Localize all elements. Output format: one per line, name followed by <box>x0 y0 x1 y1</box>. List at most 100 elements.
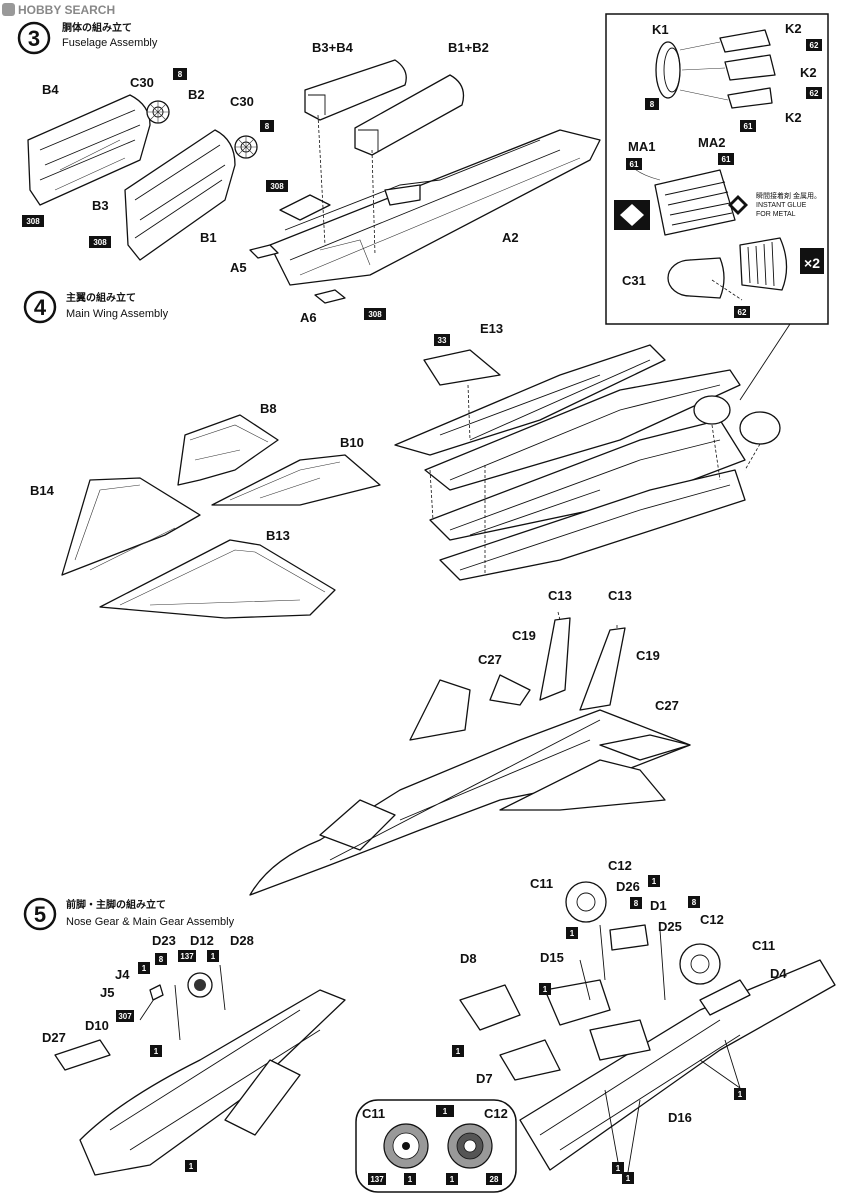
label-c27b: C27 <box>655 698 679 713</box>
label-a5: A5 <box>230 260 247 275</box>
step-3-labels: B4 C30 B2 C30 B3 B1 B3+B4 B1+B2 A5 A6 A2 <box>42 40 519 325</box>
label-j5: J5 <box>100 985 114 1000</box>
step-3-tags: 8 308 8 308 308 308 <box>22 68 386 320</box>
tag-s5-18: 1 <box>408 1175 413 1184</box>
label-c13a: C13 <box>548 588 572 603</box>
label-ma2: MA2 <box>698 135 725 150</box>
step-5-number: 5 <box>34 902 46 927</box>
tag-s3-1: 308 <box>26 217 40 226</box>
label-k2c: K2 <box>785 110 802 125</box>
step-3-title-en: Fuselage Assembly <box>62 37 158 49</box>
tag-s5-17: 137 <box>370 1175 384 1184</box>
label-d27: D27 <box>42 1030 66 1045</box>
tag-s5-14: 1 <box>616 1164 621 1173</box>
label-c12c: C12 <box>484 1106 508 1121</box>
label-d26: D26 <box>616 879 640 894</box>
label-c13b: C13 <box>608 588 632 603</box>
tag-s3-5: 308 <box>368 310 382 319</box>
label-d7: D7 <box>476 1071 493 1086</box>
step-4-number: 4 <box>34 295 47 320</box>
leader-lines-main-gear <box>604 1039 741 1173</box>
label-c30a: C30 <box>130 75 154 90</box>
label-c19a: C19 <box>512 628 536 643</box>
aircraft-top-view <box>249 611 691 896</box>
wing-b10 <box>211 454 381 506</box>
engine-inset-box <box>605 13 829 325</box>
tag-s5-0: 1 <box>142 964 147 973</box>
label-a6: A6 <box>300 310 317 325</box>
step-5-labels: D23 D12 D28 J4 J5 D10 D27 C11 C12 D26 D1… <box>42 858 787 1125</box>
tag-s5-6: 1 <box>189 1162 194 1171</box>
label-b2: B2 <box>188 87 205 102</box>
label-c19b: C19 <box>636 648 660 663</box>
tag-s5-11: 1 <box>543 985 548 994</box>
wheel-c30b <box>234 135 258 159</box>
label-ma1: MA1 <box>628 139 655 154</box>
label-c11b: C11 <box>752 938 775 953</box>
label-d10: D10 <box>85 1018 109 1033</box>
glue-note-en-1: INSTANT GLUE <box>756 202 807 209</box>
step-5-title-en: Nose Gear & Main Gear Assembly <box>66 916 235 928</box>
tag-s3-4: 308 <box>270 182 284 191</box>
step-5-header: 5 前脚・主脚の組み立て Nose Gear & Main Gear Assem… <box>23 897 235 931</box>
hobby-search-logo: HOBBY SEARCH <box>2 3 115 17</box>
tag-s5-3: 1 <box>211 952 216 961</box>
part-b2-b1-drawing <box>124 129 236 261</box>
tag-s5-10: 8 <box>692 898 697 907</box>
label-d15: D15 <box>540 950 564 965</box>
watermark-text: HOBBY SEARCH <box>18 3 115 17</box>
label-d16: D16 <box>668 1110 692 1125</box>
step-3-number: 3 <box>28 26 40 51</box>
tag-s5-4: 307 <box>118 1012 132 1021</box>
step-4-title-jp: 主翼の組み立て <box>66 291 136 304</box>
label-b14: B14 <box>30 483 55 498</box>
tag-s3-3: 308 <box>93 238 107 247</box>
tag-s5-13: 1 <box>738 1090 743 1099</box>
part-a5 <box>249 244 279 259</box>
tag-in-3: 61 <box>744 122 753 131</box>
tag-s5-2: 137 <box>180 952 194 961</box>
tag-s5-5: 1 <box>154 1047 159 1056</box>
part-a2-fuselage-lower <box>269 114 601 286</box>
step-4-upper-labels: B8 B10 B14 B13 E13 33 <box>30 321 503 543</box>
label-c30b: C30 <box>230 94 254 109</box>
label-b3: B3 <box>92 198 109 213</box>
label-j4: J4 <box>115 967 130 982</box>
fuselage-assembly-exploded <box>394 344 781 581</box>
tag-s5-20: 28 <box>490 1175 499 1184</box>
label-c11a: C11 <box>530 876 553 891</box>
label-k2b: K2 <box>800 65 817 80</box>
tag-in-1: 62 <box>810 89 819 98</box>
label-d8: D8 <box>460 951 477 966</box>
label-b10: B10 <box>340 435 364 450</box>
glue-note-jp: 瞬間接着剤 金属用。 <box>756 191 821 200</box>
tag-in-6: 62 <box>738 308 747 317</box>
tag-s3-0: 8 <box>178 70 183 79</box>
part-a6 <box>314 289 346 304</box>
main-gear-drawing <box>459 881 836 1171</box>
tag-s5-12: 1 <box>456 1047 461 1056</box>
label-b3b4: B3+B4 <box>312 40 354 55</box>
tag-s5-15: 1 <box>626 1174 631 1183</box>
label-b1b2: B1+B2 <box>448 40 489 55</box>
label-c11c: C11 <box>362 1106 385 1121</box>
label-e13: E13 <box>480 321 503 336</box>
label-b4: B4 <box>42 82 59 97</box>
step-4-header: 4 主翼の組み立て Main Wing Assembly <box>23 290 169 324</box>
label-a2: A2 <box>502 230 519 245</box>
label-c31: C31 <box>622 273 646 288</box>
inset-tags: 62 62 8 61 61 61 62 <box>626 39 822 318</box>
label-times-two: ×2 <box>804 255 820 271</box>
tag-s5-8: 8 <box>634 899 639 908</box>
tag-s3-2: 8 <box>265 122 270 131</box>
label-d23: D23 <box>152 933 176 948</box>
label-c12a: C12 <box>608 858 632 873</box>
step-3-title-jp: 胴体の組み立て <box>62 21 132 34</box>
wing-b14 <box>61 477 201 576</box>
inset-leader-line <box>739 323 791 401</box>
tag-s5-16: 1 <box>443 1107 448 1116</box>
step-4-title-en: Main Wing Assembly <box>66 308 169 320</box>
label-k2a: K2 <box>785 21 802 36</box>
label-c27a: C27 <box>478 652 502 667</box>
